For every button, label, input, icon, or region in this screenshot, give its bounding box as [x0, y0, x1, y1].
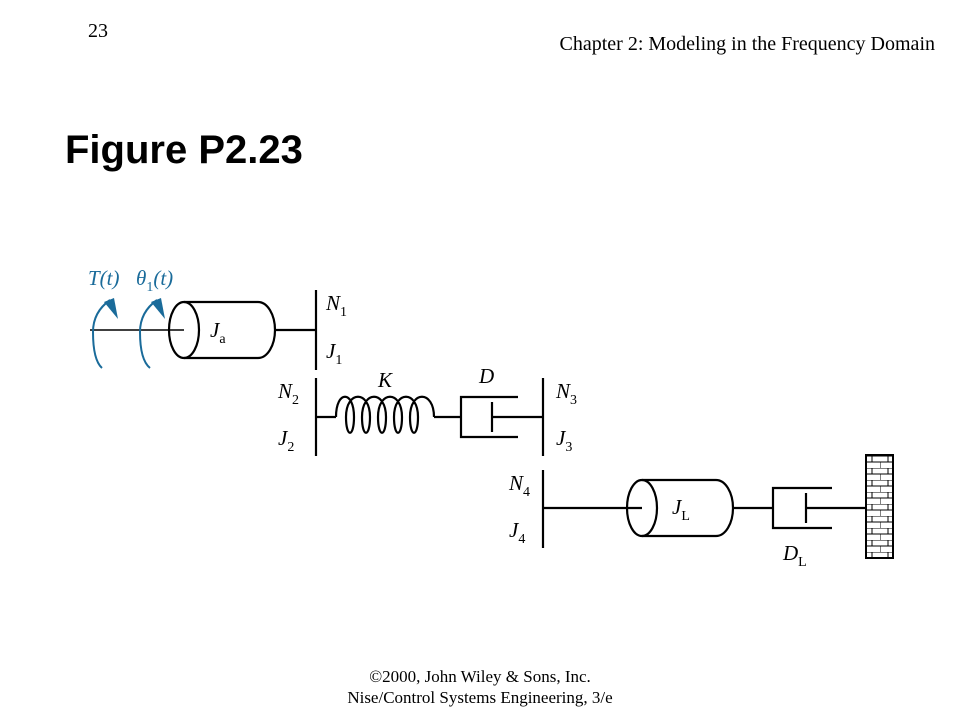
- inertia-jl-label: JL: [672, 495, 690, 524]
- damper-dl: [771, 486, 866, 530]
- damper-dl-label: DL: [782, 541, 807, 570]
- spring-k: [334, 395, 436, 434]
- ground-wall: [865, 454, 894, 559]
- copyright-line: ©2000, John Wiley & Sons, Inc.: [369, 667, 591, 686]
- gear-j3-label: J3: [556, 426, 572, 455]
- angle-arrow: [138, 298, 165, 369]
- book-reference-line: Nise/Control Systems Engineering, 3/e: [347, 688, 613, 707]
- gear-j4-label: J4: [509, 518, 525, 547]
- gear-n3-label: N3: [555, 379, 577, 408]
- torque-label: T(t): [88, 266, 120, 290]
- spring-k-label: K: [377, 368, 393, 392]
- angle-label: θ1(t): [136, 266, 173, 295]
- figure-title: Figure P2.23: [65, 128, 303, 172]
- inertia-ja-label: Ja: [210, 318, 226, 347]
- chapter-header: Chapter 2: Modeling in the Frequency Dom…: [559, 33, 935, 55]
- gear-n4-label: N4: [508, 471, 530, 500]
- gear-j1-label: J1: [326, 339, 342, 368]
- gear-n1-label: N1: [325, 291, 347, 320]
- torque-arrow: [91, 298, 118, 369]
- page-number: 23: [88, 20, 108, 42]
- gear-n2-label: N2: [277, 379, 299, 408]
- damper-d-label: D: [478, 364, 494, 388]
- footer: ©2000, John Wiley & Sons, Inc. Nise/Cont…: [0, 666, 960, 708]
- damper-d: [459, 395, 543, 439]
- gear-j2-label: J2: [278, 426, 294, 455]
- inertia-ja-cylinder: [167, 300, 277, 360]
